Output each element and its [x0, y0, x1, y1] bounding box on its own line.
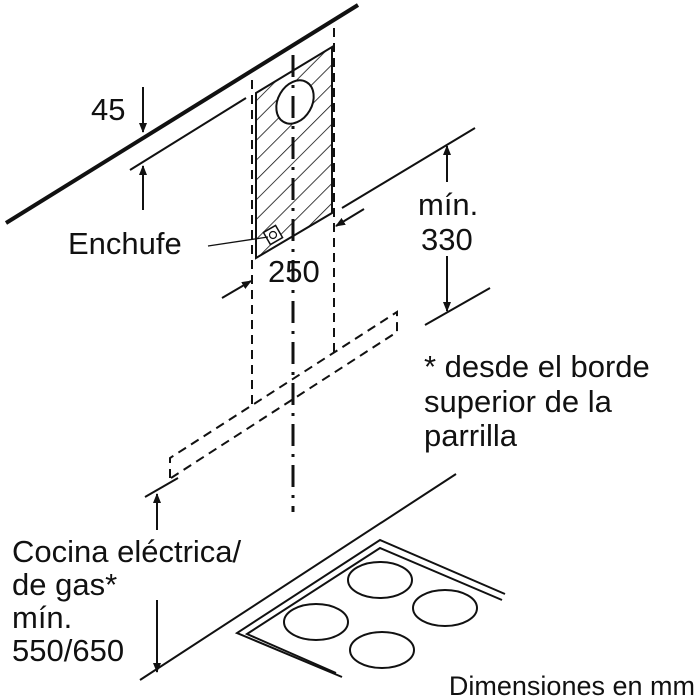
note-line-2: superior de la — [424, 384, 613, 419]
ceiling-line — [4, 3, 360, 225]
dim-330-label-line2: 330 — [421, 222, 473, 257]
burner-back — [347, 561, 413, 599]
duct-opening — [275, 79, 315, 125]
note-line-3: parrilla — [424, 418, 518, 453]
dim-250-arrow-right — [335, 208, 365, 227]
socket-label: Enchufe — [68, 226, 182, 261]
cooktop-frame-inner — [244, 546, 503, 674]
worktop-line — [139, 473, 457, 681]
cooktop-frame-outer — [234, 538, 506, 678]
socket-icon — [262, 224, 284, 246]
ceiling-offset-line — [129, 97, 247, 171]
cooktop-label-line2: de gas* — [12, 567, 117, 602]
dim-250-label: 250 — [268, 254, 320, 289]
dim-330-label-line1: mín. — [418, 187, 478, 222]
note-line-1: * desde el borde — [424, 349, 650, 384]
burner-right — [412, 589, 478, 627]
cooktop-label-line4: 550/650 — [12, 633, 124, 668]
area-bottom-reference — [341, 127, 476, 209]
cooktop-label-line1: Cocina eléctrica/ — [12, 534, 242, 569]
burner-front — [349, 631, 415, 669]
dim-250-arrow-left — [221, 280, 252, 299]
burner-left — [283, 603, 349, 641]
hood-outline-top — [169, 310, 398, 478]
hood-outline-bottom — [170, 331, 398, 479]
units-note: Dimensiones en mm — [449, 671, 695, 700]
hood-top-reference — [424, 287, 491, 326]
cooktop-label-line3: mín. — [12, 600, 72, 635]
socket-leader — [207, 236, 269, 247]
dim-45-label: 45 — [91, 92, 125, 127]
hood-bottom-reference — [144, 477, 179, 498]
